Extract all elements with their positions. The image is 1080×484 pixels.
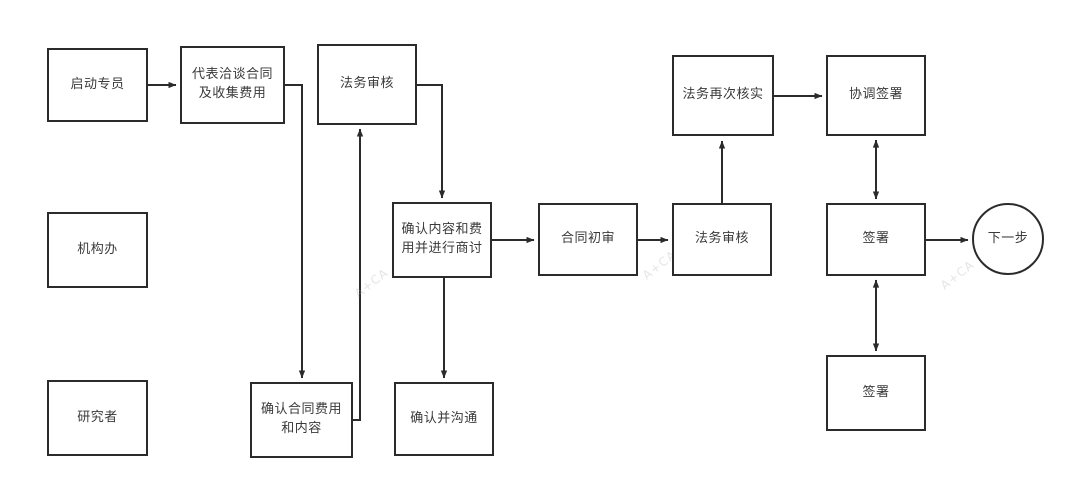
node-negotiate-contract[interactable]: 代表洽谈合同 及收集费用	[180, 46, 285, 124]
node-start-specialist[interactable]: 启动专员	[47, 48, 148, 122]
edge-negotiate-to-confirm-fee	[285, 84, 306, 379]
node-next-step[interactable]: 下一步	[972, 203, 1044, 275]
node-label: 确认并沟通	[410, 410, 478, 426]
node-label: 协调签署	[848, 87, 903, 103]
node-label: 法务再次核实	[682, 87, 764, 103]
node-label: 确认内容和费 用并进行商讨	[401, 222, 483, 256]
node-label: 法务审核	[339, 76, 394, 92]
node-label: 研究者	[77, 409, 118, 425]
node-confirm-and-communicate[interactable]: 确认并沟通	[394, 382, 494, 456]
node-contract-first-review[interactable]: 合同初审	[538, 203, 638, 276]
edge-confirm-fee-to-legal-review	[353, 128, 364, 421]
node-label: 签署	[862, 231, 890, 247]
node-label: 机构办	[77, 241, 118, 257]
edge-legal-review-to-discuss	[417, 84, 446, 199]
node-label: 确认合同费用 和内容	[260, 402, 342, 436]
node-label: 合同初审	[560, 231, 615, 247]
node-confirm-content-and-fee[interactable]: 确认内容和费 用并进行商讨	[392, 202, 492, 278]
node-legal-recheck[interactable]: 法务再次核实	[672, 55, 774, 136]
node-label: 代表洽谈合同 及收集费用	[191, 67, 273, 101]
node-label: 启动专员	[70, 76, 125, 92]
node-signing-bottom[interactable]: 签署	[826, 355, 926, 431]
node-coordinate-signing[interactable]: 协调签署	[826, 55, 926, 136]
node-label: 下一步	[987, 230, 1029, 246]
watermark: A+CA	[937, 257, 978, 293]
watermark: A+CA	[351, 265, 392, 301]
node-legal-review-top[interactable]: 法务审核	[317, 44, 417, 125]
node-confirm-contract-fee[interactable]: 确认合同费用 和内容	[250, 382, 353, 458]
node-signing-middle[interactable]: 签署	[826, 203, 926, 276]
node-institution-office[interactable]: 机构办	[47, 212, 148, 288]
node-legal-review-middle[interactable]: 法务审核	[672, 203, 772, 276]
node-researcher[interactable]: 研究者	[47, 380, 148, 456]
node-label: 签署	[862, 384, 890, 400]
node-label: 法务审核	[694, 231, 749, 247]
